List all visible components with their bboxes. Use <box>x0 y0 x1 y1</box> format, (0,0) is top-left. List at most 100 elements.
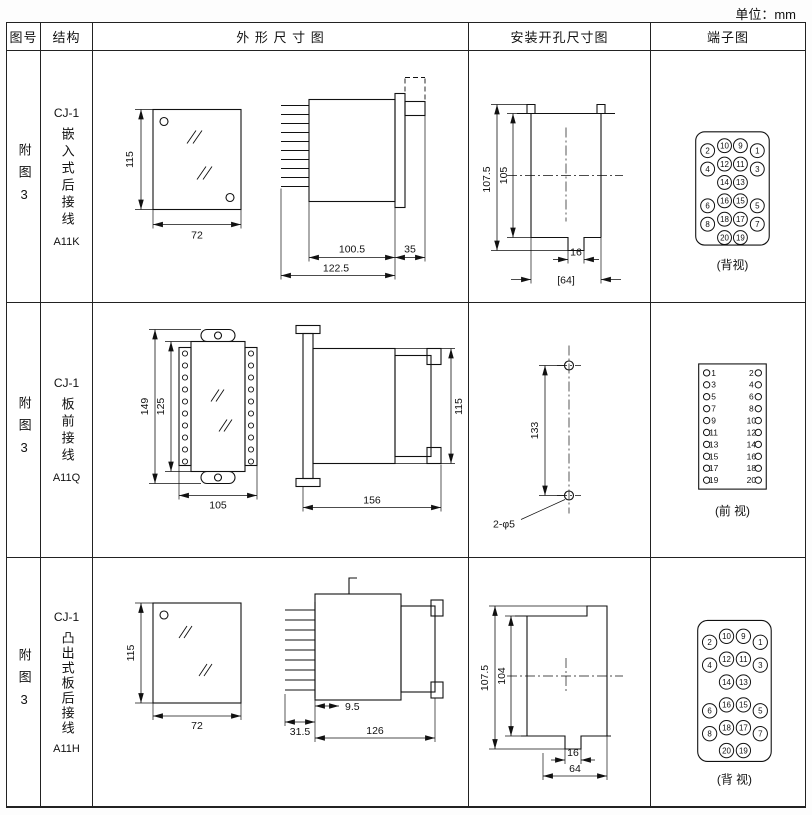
terminal-number: 11 <box>709 427 718 437</box>
terminal-circle <box>749 143 765 159</box>
terminal-circle <box>732 193 748 209</box>
terminal-number: 10 <box>747 416 757 426</box>
terminal-strip-holes <box>181 350 255 465</box>
terminal-circle <box>702 440 711 449</box>
terminal-circle <box>754 440 762 449</box>
terminal-number: 15 <box>739 701 748 710</box>
terminal-circle <box>754 404 762 413</box>
terminal-circle <box>702 369 711 377</box>
terminal-number: 20 <box>720 233 729 242</box>
dim-body-width: 126 <box>366 725 384 737</box>
terminal-circle <box>701 703 718 719</box>
terminal-circle <box>754 416 762 425</box>
terminal-circle <box>732 138 748 154</box>
structure-code: A11H <box>53 742 80 755</box>
row2-figure-cell: 附图3 <box>7 303 41 558</box>
terminal-number: 16 <box>722 701 731 710</box>
dim-hole-span: 133 <box>529 422 541 440</box>
terminal-number: 4 <box>705 165 710 174</box>
terminal-number: 3 <box>755 165 760 174</box>
terminal-number: 17 <box>739 723 748 732</box>
terminal-number: 16 <box>720 197 729 206</box>
terminal-number: 13 <box>709 439 719 449</box>
terminal-number: 5 <box>711 392 716 402</box>
terminal-circle <box>718 697 735 713</box>
dim-notch-width: 16 <box>567 747 579 759</box>
terminal-number: 7 <box>711 404 716 414</box>
terminal-circle <box>700 161 716 177</box>
figure-number: 附图3 <box>16 396 32 464</box>
side-view-dimensions: 31.5 9.5 126 <box>284 694 436 742</box>
side-view <box>295 324 442 488</box>
terminal-number: 14 <box>722 678 731 687</box>
terminal-number: 20 <box>747 475 757 485</box>
side-view-dimensions: 156 115 <box>302 348 465 512</box>
terminal-circle <box>752 657 768 673</box>
terminal-number: 2 <box>705 146 710 155</box>
outline-drawing-projecting: 115 72 31.5 9.5 <box>125 577 444 742</box>
terminal-circle <box>700 143 716 159</box>
terminal-number: 10 <box>722 632 731 641</box>
dim-outer-height: 107.5 <box>479 665 491 691</box>
outline-drawing-flush-mount: 115 72 100.5 35 <box>124 77 426 280</box>
terminal-circle <box>735 674 752 690</box>
terminal-number: 5 <box>758 707 763 716</box>
side-view <box>285 577 444 701</box>
model-label: CJ-1 <box>53 376 80 390</box>
view-caption: (背 视) <box>717 772 752 786</box>
terminal-number: 3 <box>711 380 716 390</box>
view-caption: (前 视) <box>715 504 750 518</box>
terminal-body <box>698 363 767 490</box>
mounting-holes <box>563 360 575 501</box>
terminal-number: 13 <box>736 178 745 187</box>
terminal-circle <box>702 393 711 401</box>
terminal-circle <box>718 742 735 759</box>
terminal-number: 7 <box>755 220 760 229</box>
terminal-circle <box>702 404 711 413</box>
terminal-circle <box>754 369 762 377</box>
structure-type: 板前接线 <box>59 397 75 465</box>
terminal-circle <box>752 726 768 742</box>
terminal-number: 12 <box>747 427 757 437</box>
terminal-number: 11 <box>736 160 745 169</box>
terminal-circle <box>718 720 735 736</box>
terminal-circle <box>735 742 752 759</box>
view-caption: (背视) <box>717 258 749 272</box>
row2-outline-cell: 149 125 105 <box>93 303 469 558</box>
terminal-number: 18 <box>722 723 731 732</box>
dim-front-width: 72 <box>191 720 203 732</box>
terminal-circle <box>732 175 748 190</box>
dim-outer-height: 107.5 <box>481 166 493 192</box>
terminal-circle <box>749 161 765 177</box>
terminal-number: 9 <box>711 416 716 426</box>
row3-structure-cell: CJ-1 凸出式板后接线 A11H <box>41 558 93 806</box>
terminal-number: 3 <box>758 661 763 670</box>
terminal-number: 19 <box>709 475 719 485</box>
row1-figure-cell: 附图3 <box>7 51 41 303</box>
dim-inner-height: 125 <box>155 398 167 416</box>
terminal-circle <box>702 381 711 389</box>
terminal-circle <box>749 216 765 232</box>
mounting-hole-drawing-1: 107.5 105 16 [64] <box>481 103 623 287</box>
mounting-dimensions: 107.5 104 16 64 <box>479 605 608 780</box>
dim-inner-height: 104 <box>496 667 508 685</box>
structure-code: A11Q <box>52 472 81 484</box>
terminal-circle <box>702 428 711 437</box>
terminal-circle <box>735 720 752 736</box>
terminal-number: 1 <box>758 638 763 647</box>
dim-span-width: 64 <box>569 763 581 775</box>
terminal-number: 13 <box>739 678 748 687</box>
front-view-dimensions: 115 72 <box>124 109 242 242</box>
terminal-circle <box>754 464 762 472</box>
terminal-circle <box>754 393 762 401</box>
terminal-number: 10 <box>720 141 729 150</box>
dim-front-height: 115 <box>125 644 137 661</box>
terminal-circle <box>701 634 718 650</box>
terminal-number: 16 <box>747 451 757 461</box>
terminal-number: 19 <box>736 233 745 242</box>
terminal-number: 12 <box>720 160 729 169</box>
